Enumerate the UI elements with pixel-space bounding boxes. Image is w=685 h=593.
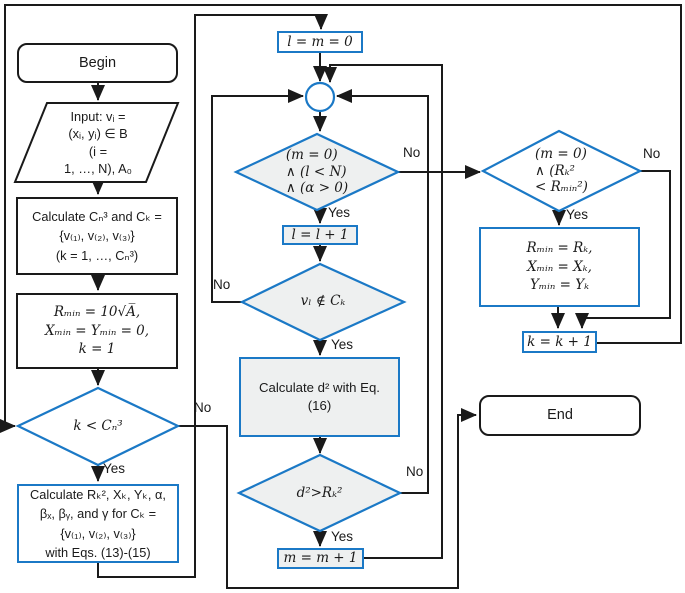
input-parallelogram-shape — [13, 102, 180, 183]
edge-label-yes: Yes — [331, 529, 354, 544]
calc-params-line: βₓ, βᵧ, and γ for Cₖ = — [39, 506, 157, 522]
edge-calcparams-initlm — [97, 14, 328, 578]
edge-label-yes: Yes — [103, 461, 126, 476]
diamond-d-check-shape — [236, 453, 403, 533]
decision-k-check-label: k < Cₙ³ — [18, 415, 178, 438]
edge-label-no: No — [194, 400, 212, 415]
input-line: (i = — [88, 143, 108, 159]
edge-mincheck-no-inck — [575, 170, 671, 329]
decision-d-check-label: d²>Rₖ² — [239, 482, 400, 505]
init-rmin-line: Rₘᵢₙ = 10√A̅, — [53, 303, 141, 320]
decision-loop-check-label: (m = 0) ∧ (l < N) ∧ (α > 0) — [236, 138, 398, 206]
edge-label-yes: Yes — [331, 337, 354, 352]
inc-m-label: m = m + 1 — [283, 550, 358, 567]
min-check-line: < Rₘᵢₙ²) — [535, 179, 588, 196]
node-input: Input: vᵢ = (xᵢ, yᵢ) ∈ B (i = 1, …, N), … — [28, 105, 168, 180]
node-inc-m: m = m + 1 — [277, 548, 364, 569]
inc-l-label: l = l + 1 — [291, 226, 349, 243]
edge-inck-kcheck-loop — [0, 4, 682, 433]
edge-kcheck-no-end — [178, 408, 477, 589]
diamond-vertex-check-shape — [239, 262, 407, 342]
loop-check-line: (m = 0) — [285, 147, 338, 164]
node-inc-k: k = k + 1 — [522, 331, 597, 353]
update-min-line: Yₘᵢₙ = Yₖ — [529, 277, 590, 294]
update-min-line: Rₘᵢₙ = Rₖ, — [526, 239, 593, 256]
input-line: Input: vᵢ = — [70, 108, 126, 124]
node-calc-params: Calculate Rₖ², Xₖ, Yₖ, α, βₓ, βᵧ, and γ … — [17, 484, 179, 563]
node-init-rmin: Rₘᵢₙ = 10√A̅, Xₘᵢₙ = Yₘᵢₙ = 0, k = 1 — [16, 293, 178, 369]
loop-check-line: ∧ (l < N) — [285, 163, 347, 180]
diamond-loop-check-shape — [233, 132, 401, 212]
edge-vertexcheck-no-junction — [211, 89, 304, 303]
edge-label-no: No — [403, 145, 421, 160]
diamond-min-check-shape — [480, 129, 643, 213]
loop-check-line: ∧ (α > 0) — [285, 180, 349, 197]
input-line: 1, …, N), A₀ — [64, 160, 132, 176]
init-lm-label: l = m = 0 — [287, 33, 353, 50]
min-check-line: ∧ (Rₖ² — [535, 162, 575, 179]
node-calc-combinations: Calculate Cₙ³ and Cₖ = {v₍₁₎, v₍₂₎, v₍₃₎… — [16, 197, 178, 275]
node-calc-d2: Calculate d² with Eq. (16) — [239, 357, 400, 437]
edge-incm-junction — [323, 64, 443, 559]
calc-combinations-line: {v₍₁₎, v₍₂₎, v₍₃₎} — [59, 228, 135, 244]
update-min-line: Xₘᵢₙ = Xₖ, — [527, 258, 592, 275]
begin-label: Begin — [78, 54, 117, 71]
decision-vertex-check-label: vₗ ∉ Cₖ — [242, 290, 404, 313]
edge-label-yes: Yes — [566, 207, 589, 222]
end-label: End — [547, 407, 573, 424]
node-begin: Begin — [17, 43, 178, 83]
diamond-k-check-shape — [15, 386, 181, 467]
calc-params-line: {v₍₁₎, v₍₂₎, v₍₃₎} — [60, 525, 136, 541]
node-inc-l: l = l + 1 — [282, 225, 358, 245]
init-rmin-line: k = 1 — [78, 341, 116, 358]
calc-d2-line: (16) — [307, 398, 332, 413]
node-init-lm: l = m = 0 — [277, 31, 363, 53]
edge-label-no: No — [213, 277, 231, 292]
node-end: End — [479, 395, 641, 436]
calc-d2-line: Calculate d² with Eq. — [259, 379, 380, 395]
calc-params-line: with Eqs. (13)-(15) — [45, 544, 151, 560]
calc-combinations-line: (k = 1, …, Cₙ³) — [55, 247, 139, 263]
calc-combinations-line: Calculate Cₙ³ and Cₖ = — [32, 209, 162, 225]
junction-circle — [304, 81, 336, 113]
edge-label-no: No — [643, 146, 661, 161]
k-check-text: k < Cₙ³ — [73, 418, 123, 435]
decision-min-check-label: (m = 0) ∧ (Rₖ² < Rₘᵢₙ²) — [483, 134, 640, 208]
node-update-min: Rₘᵢₙ = Rₖ, Xₘᵢₙ = Xₖ, Yₘᵢₙ = Yₖ — [479, 227, 640, 307]
edge-label-no: No — [406, 464, 424, 479]
vertex-check-text: vₗ ∉ Cₖ — [300, 293, 346, 310]
calc-params-line: Calculate Rₖ², Xₖ, Yₖ, α, — [30, 487, 166, 503]
edge-label-yes: Yes — [328, 205, 351, 220]
init-rmin-line: Xₘᵢₙ = Yₘᵢₙ = 0, — [44, 322, 150, 339]
edge-dcheck-no-junction — [336, 89, 429, 494]
input-line: (xᵢ, yᵢ) ∈ B — [68, 126, 128, 142]
d-check-text: d²>Rₖ² — [296, 485, 343, 502]
inc-k-label: k = k + 1 — [527, 333, 592, 350]
min-check-line: (m = 0) — [535, 146, 587, 163]
